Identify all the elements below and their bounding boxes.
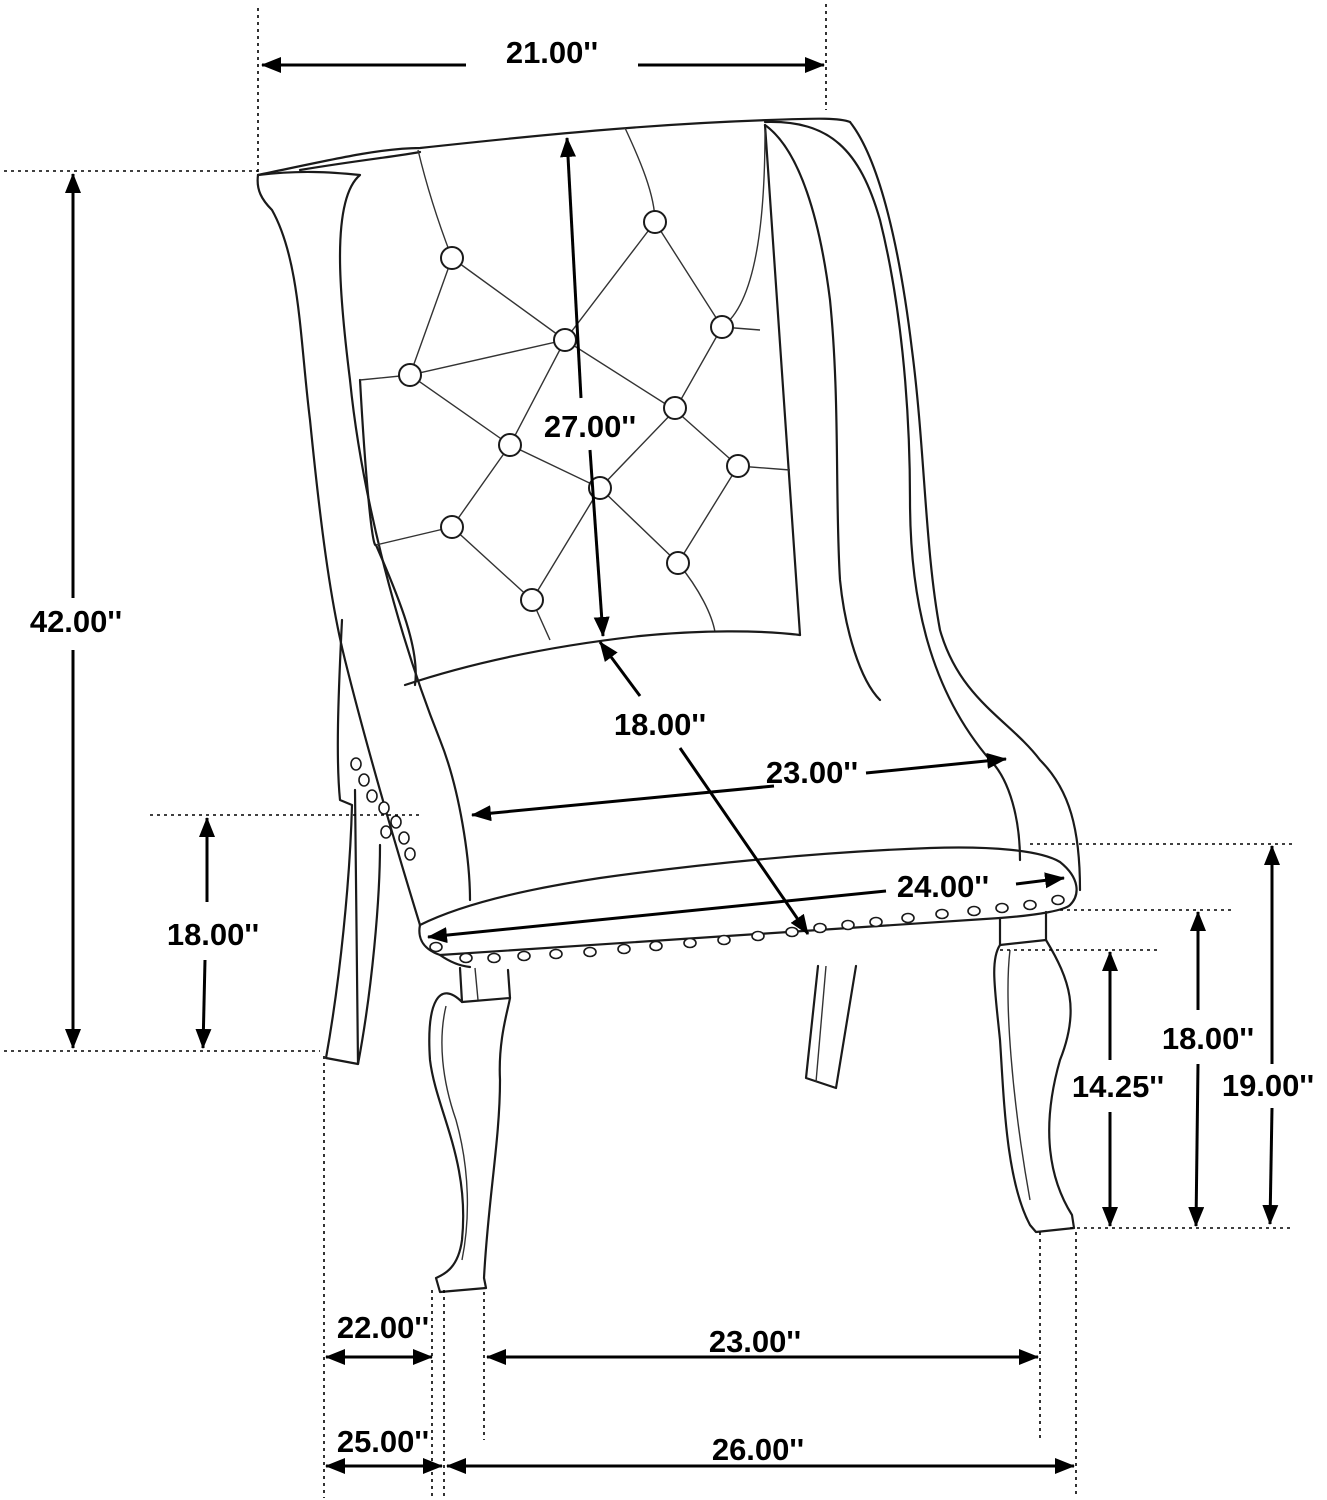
back-top-rail bbox=[256, 117, 852, 177]
front-right-leg bbox=[993, 938, 1076, 1234]
rear-left-leg bbox=[324, 618, 382, 1066]
label-base-width-inner: 23.00'' bbox=[709, 1324, 801, 1359]
label-base-depth-outer: 25.00'' bbox=[337, 1424, 429, 1459]
label-arm-height: 19.00'' bbox=[1222, 1068, 1314, 1103]
label-base-depth-inner: 22.00'' bbox=[337, 1310, 429, 1345]
seat-cushion bbox=[418, 846, 1078, 927]
tufting-lines bbox=[359, 127, 791, 641]
seat-back-edge bbox=[403, 630, 802, 687]
label-leg-height: 14.25'' bbox=[1072, 1069, 1164, 1104]
label-seat-height-right: 18.00'' bbox=[1162, 1021, 1254, 1056]
label-base-width-outer: 26.00'' bbox=[712, 1432, 804, 1467]
rear-right-leg bbox=[804, 964, 858, 1090]
extension-lines bbox=[4, 4, 1292, 1498]
label-back-height: 27.00'' bbox=[544, 409, 636, 444]
label-seat-width-inner: 23.00'' bbox=[766, 755, 858, 790]
label-overall-width-top: 21.00'' bbox=[506, 35, 598, 70]
label-seat-depth: 18.00'' bbox=[614, 707, 706, 742]
tufting-buttons bbox=[398, 210, 750, 612]
dimension-labels: 21.00'' 42.00'' 27.00'' 18.00'' 23.00'' … bbox=[30, 35, 1314, 1467]
back-cushion bbox=[358, 378, 417, 687]
front-left-leg bbox=[428, 992, 512, 1294]
label-overall-height: 42.00'' bbox=[30, 604, 122, 639]
seat-apron bbox=[458, 966, 512, 1004]
label-seat-width-front: 24.00'' bbox=[897, 869, 989, 904]
left-wing bbox=[256, 170, 472, 902]
dimension-lines bbox=[65, 57, 1280, 1474]
label-seat-height-left: 18.00'' bbox=[167, 917, 259, 952]
chair-illustration bbox=[256, 117, 1082, 1294]
